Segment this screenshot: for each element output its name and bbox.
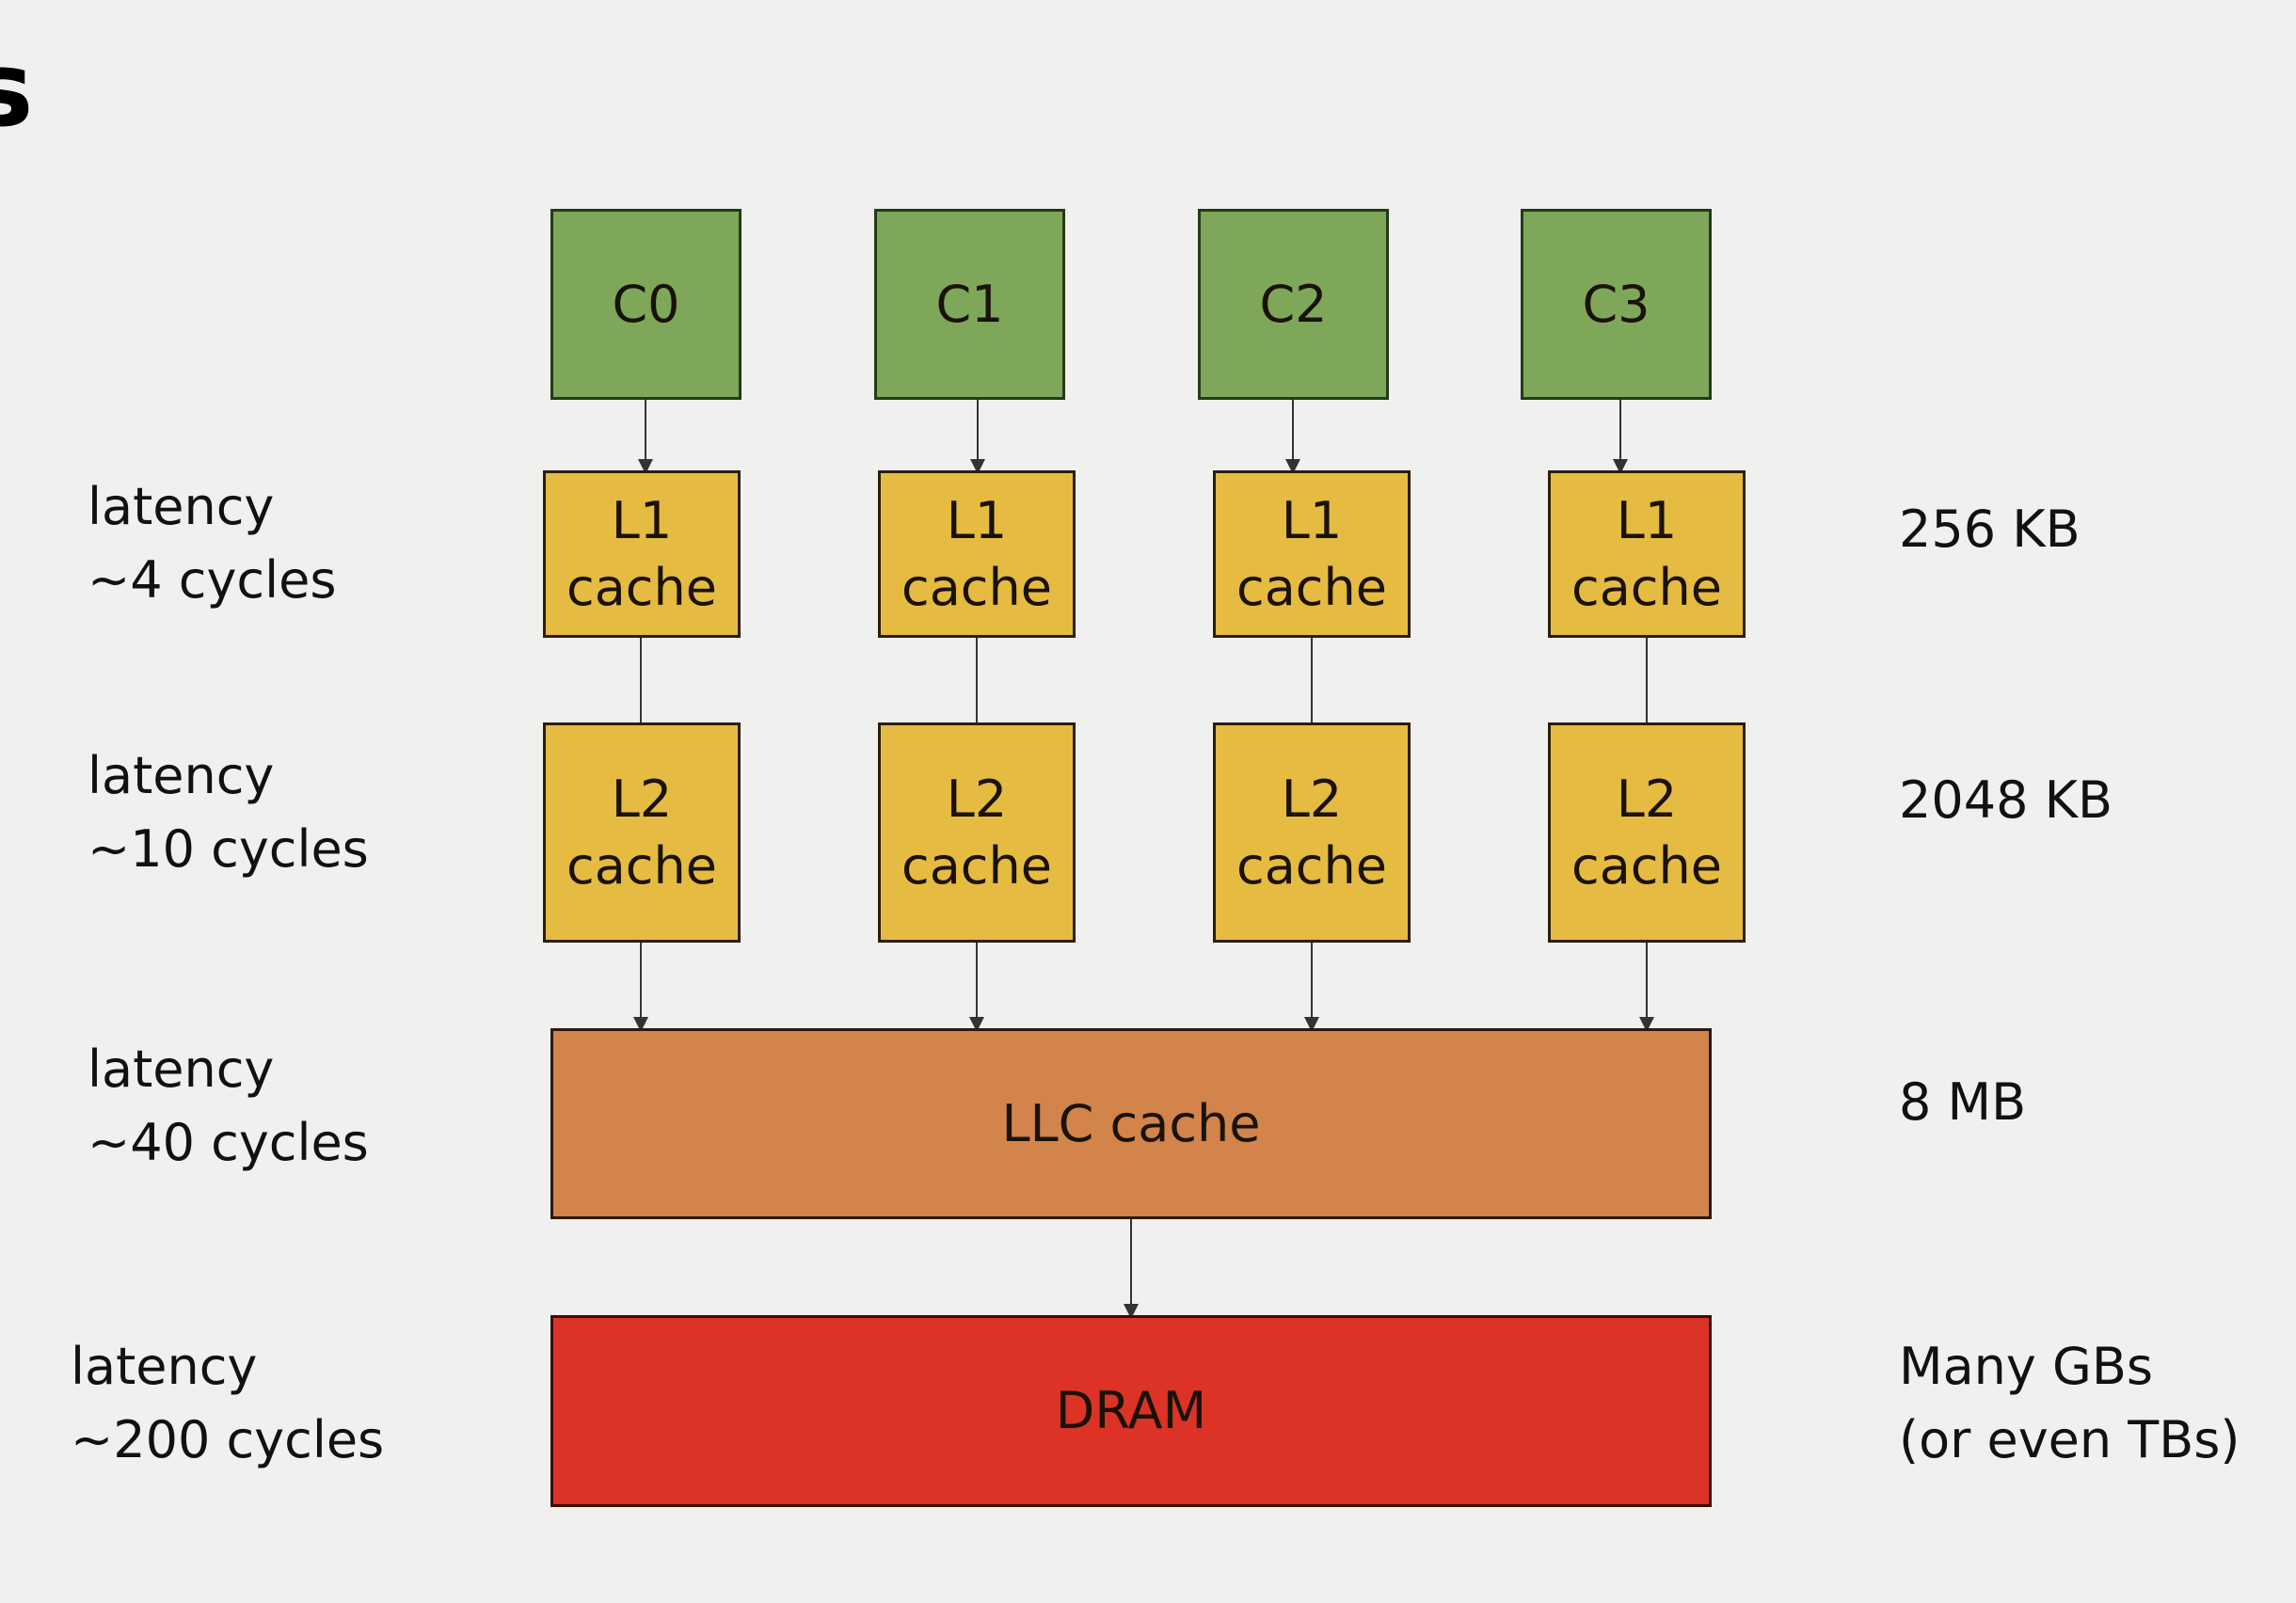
latency-label-dram: latency ~200 cycles [71, 1330, 384, 1477]
cache-word-label: cache [566, 836, 717, 896]
l2-cache-box-1: L2 cache [878, 722, 1076, 943]
latency-word: latency [88, 477, 275, 536]
core-label: C1 [935, 274, 1004, 334]
latency-label-llc: latency ~40 cycles [88, 1033, 369, 1180]
cache-word-label: cache [901, 558, 1052, 617]
size-label-llc: 8 MB [1899, 1066, 2026, 1139]
dram-label: DRAM [1055, 1381, 1207, 1441]
latency-label-l2: latency ~10 cycles [88, 739, 369, 886]
l2-cache-box-3: L2 cache [1548, 722, 1746, 943]
l1-cache-box-3: L1 cache [1548, 470, 1746, 638]
core-box-c2: C2 [1198, 209, 1389, 400]
cache-level-label: L1 [1281, 490, 1343, 550]
size-label-l1: 256 KB [1899, 493, 2081, 566]
cache-level-label: L1 [1616, 490, 1678, 550]
size-value: 2048 KB [1899, 770, 2113, 830]
cache-level-label: L2 [1281, 769, 1343, 829]
size-label-dram: Many GBs (or even TBs) [1899, 1330, 2240, 1477]
core-label: C2 [1259, 274, 1328, 334]
cache-level-label: L1 [611, 490, 673, 550]
size-label-l2: 2048 KB [1899, 764, 2113, 837]
l2-cache-box-0: L2 cache [543, 722, 741, 943]
latency-value: ~4 cycles [88, 550, 337, 610]
size-value: Many GBs [1899, 1337, 2154, 1396]
l1-cache-box-0: L1 cache [543, 470, 741, 638]
core-label: C3 [1582, 274, 1650, 334]
cache-level-label: L2 [1616, 769, 1678, 829]
cache-level-label: L1 [946, 490, 1008, 550]
cache-word-label: cache [901, 836, 1052, 896]
cache-word-label: cache [1571, 836, 1722, 896]
l2-cache-box-2: L2 cache [1213, 722, 1411, 943]
cache-word-label: cache [1236, 836, 1387, 896]
cache-word-label: cache [1236, 558, 1387, 617]
l1-cache-box-2: L1 cache [1213, 470, 1411, 638]
llc-label: LLC cache [1001, 1093, 1261, 1153]
latency-value: ~200 cycles [71, 1410, 385, 1469]
core-box-c0: C0 [550, 209, 741, 400]
cache-word-label: cache [566, 558, 717, 617]
latency-label-l1: latency ~4 cycles [88, 470, 336, 617]
size-note: (or even TBs) [1899, 1410, 2240, 1469]
llc-cache-box: LLC cache [550, 1028, 1712, 1219]
cache-word-label: cache [1571, 558, 1722, 617]
cache-level-label: L2 [611, 769, 673, 829]
dram-box: DRAM [550, 1315, 1712, 1507]
slide-title-fragment: s [0, 29, 34, 150]
latency-value: ~10 cycles [88, 819, 369, 879]
latency-word: latency [88, 1040, 275, 1099]
core-box-c3: C3 [1521, 209, 1712, 400]
latency-value: ~40 cycles [88, 1113, 369, 1172]
core-label: C0 [612, 274, 680, 334]
core-box-c1: C1 [874, 209, 1065, 400]
l1-cache-box-1: L1 cache [878, 470, 1076, 638]
cache-level-label: L2 [946, 769, 1008, 829]
size-value: 256 KB [1899, 500, 2081, 559]
latency-word: latency [71, 1337, 258, 1396]
latency-word: latency [88, 746, 275, 805]
size-value: 8 MB [1899, 1072, 2027, 1132]
